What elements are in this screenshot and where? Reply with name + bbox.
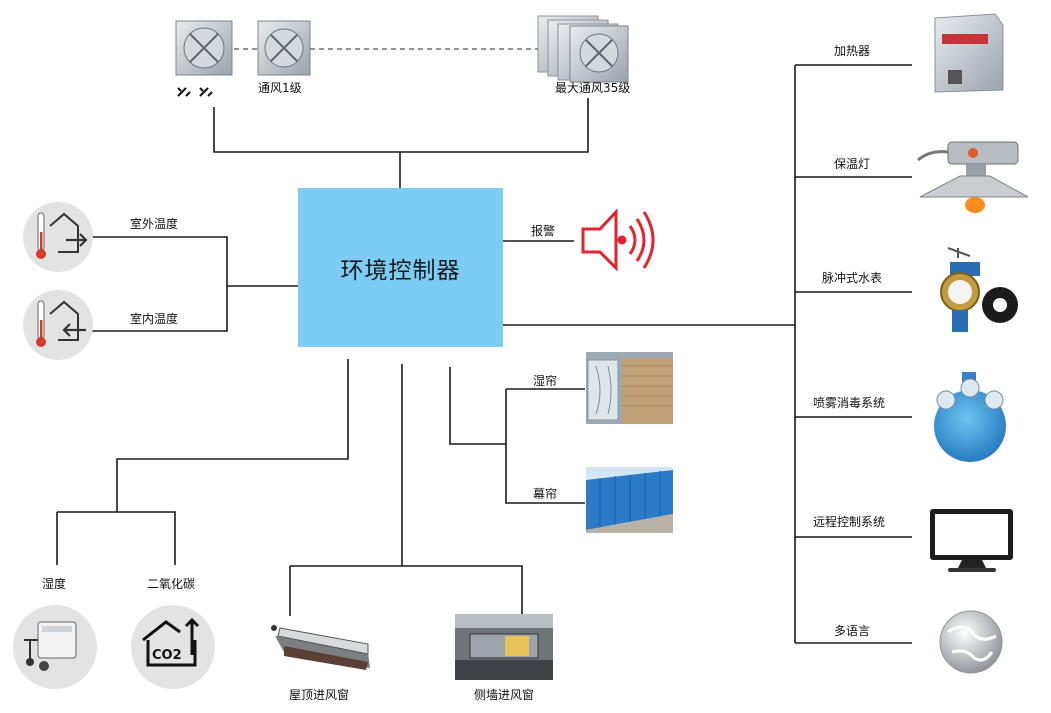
humidity-sensor-icon	[13, 605, 97, 689]
fan-icon	[175, 20, 233, 76]
shutter-arrows-icon	[177, 87, 213, 97]
outdoor-temp-icon	[23, 202, 93, 272]
side-window-image	[455, 614, 553, 680]
humidity-label: 湿度	[42, 577, 67, 591]
ventilation-max-label: 最大通风35级	[555, 81, 631, 95]
heater-label: 加热器	[834, 44, 871, 58]
spray-system-label: 喷雾消毒系统	[813, 396, 886, 410]
environment-controller-box: 环境控制器	[298, 188, 503, 347]
connector-lines	[56, 64, 912, 644]
co2-label: 二氧化碳	[147, 577, 196, 591]
monitor-image	[930, 509, 1013, 572]
indoor-temp-label: 室内温度	[130, 312, 179, 326]
heat-lamp-label: 保温灯	[834, 157, 871, 171]
heat-lamp-image	[917, 141, 1029, 213]
heater-image	[934, 13, 1004, 93]
ventilation-level1-label: 通风1级	[258, 81, 302, 95]
pulse-meter-label: 脉冲式水表	[822, 271, 883, 285]
multi-language-label: 多语言	[834, 624, 871, 638]
controller-label: 环境控制器	[340, 257, 461, 284]
wet-curtain-label: 湿帘	[533, 374, 558, 388]
water-meter-image	[940, 247, 1018, 332]
screen-curtain-image	[586, 467, 673, 533]
co2-sensor-icon	[131, 605, 215, 689]
roof-window-label: 屋顶进风窗	[289, 688, 350, 702]
outdoor-temp-label: 室外温度	[130, 217, 179, 231]
wet-curtain-image	[586, 352, 673, 424]
fan-icon	[257, 20, 311, 76]
indoor-temp-icon	[23, 290, 93, 360]
alarm-siren-icon	[581, 208, 655, 272]
fan-bank-icon	[537, 15, 629, 83]
roof-window-image	[271, 625, 370, 670]
globe-image	[939, 610, 1003, 674]
alarm-label: 报警	[531, 224, 556, 238]
co2-icon-text: CO2	[152, 648, 182, 663]
side-window-label: 侧墙进风窗	[474, 688, 535, 702]
remote-control-label: 远程控制系统	[813, 515, 886, 529]
screen-curtain-label: 幕帘	[533, 487, 558, 501]
spray-disinfection-image	[934, 372, 1006, 462]
